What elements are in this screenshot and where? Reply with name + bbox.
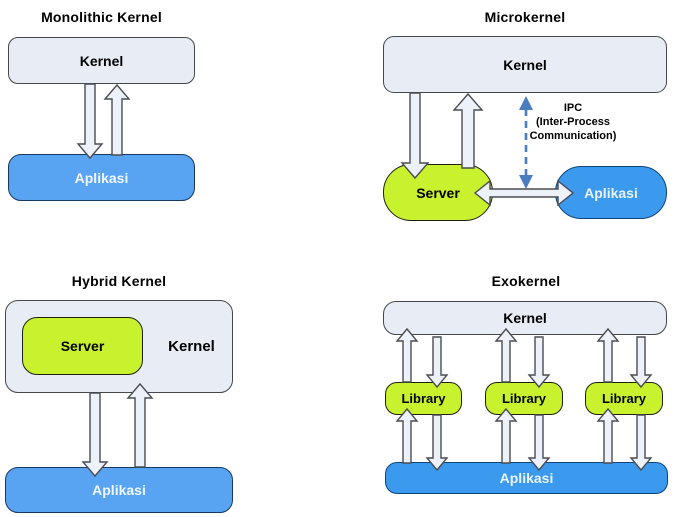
exokernel-title: Exokernel — [491, 273, 561, 289]
up-block-arrow — [126, 382, 154, 468]
down-block-arrow — [81, 392, 109, 478]
monolithic-kernel-label: Kernel — [79, 52, 124, 69]
ipc-arrowhead-down — [519, 175, 533, 189]
up-block-arrow — [596, 327, 620, 383]
microkernel-app-box: Aplikasi — [555, 166, 667, 219]
up-block-arrow — [494, 327, 518, 383]
hybrid-server-label: Server — [60, 338, 105, 354]
ipc-caption-line3: Communication) — [529, 130, 617, 142]
up-block-arrow — [395, 407, 419, 464]
up-block-arrow — [596, 407, 620, 464]
down-block-arrow — [76, 83, 104, 160]
hybrid-app-box: Aplikasi — [5, 467, 233, 513]
microkernel-kernel-label: Kernel — [503, 56, 547, 73]
exokernel-library-box-3: Library — [585, 382, 663, 415]
exokernel-library-box-1: Library — [385, 382, 462, 415]
monolithic-app-label: Aplikasi — [74, 169, 129, 186]
ipc-caption-line2: (Inter-Process — [536, 116, 610, 128]
exokernel-library-label-2: Library — [501, 391, 547, 406]
ipc-caption: IPC (Inter-Process Communication) — [520, 101, 626, 143]
monolithic-kernel-box: Kernel — [8, 37, 195, 84]
exokernel-app-label: Aplikasi — [499, 470, 554, 486]
exokernel-app-box: Aplikasi — [385, 462, 668, 494]
monolithic-title: Monolithic Kernel — [41, 9, 162, 25]
down-block-arrow — [629, 336, 653, 389]
up-block-arrow — [395, 327, 419, 383]
exokernel-library-box-2: Library — [485, 382, 563, 415]
monolithic-app-box: Aplikasi — [8, 154, 195, 201]
up-block-arrow — [452, 92, 484, 169]
exokernel-library-label-3: Library — [601, 391, 647, 406]
microkernel-server-label: Server — [416, 184, 460, 201]
exokernel-library-label-1: Library — [401, 391, 446, 406]
microkernel-title: Microkernel — [484, 9, 566, 25]
hybrid-app-label: Aplikasi — [92, 482, 146, 498]
exokernel-kernel-label: Kernel — [503, 310, 547, 326]
down-block-arrow — [425, 336, 449, 389]
microkernel-server-box: Server — [383, 164, 493, 221]
hybrid-server-box: Server — [22, 317, 143, 375]
hybrid-title: Hybrid Kernel — [71, 273, 167, 289]
up-block-arrow — [103, 83, 131, 156]
up-block-arrow — [494, 407, 518, 464]
microkernel-kernel-box: Kernel — [383, 36, 667, 93]
exokernel-kernel-box: Kernel — [383, 301, 667, 335]
microkernel-app-label: Aplikasi — [584, 184, 638, 201]
ipc-caption-line1: IPC — [563, 102, 583, 114]
hybrid-kernel-label: Kernel — [168, 338, 215, 355]
down-block-arrow — [527, 336, 551, 389]
